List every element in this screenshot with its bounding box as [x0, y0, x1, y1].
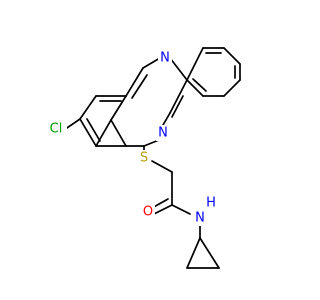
bond [142, 57, 161, 69]
cyclopropyl-ring [186, 237, 220, 269]
bond [110, 95, 127, 121]
atom-label-oxygen: O [143, 205, 153, 220]
atom-labels: N N Cl S O N H [45, 50, 217, 226]
benzo-ring [79, 95, 127, 147]
bond [162, 112, 171, 126]
bond [86, 118, 101, 142]
pyrimidine-ring [110, 57, 188, 147]
atom-label-n3: N [158, 126, 168, 141]
atom-label-amide-h: H [206, 196, 216, 211]
bond [186, 47, 204, 81]
phenyl-ring [186, 47, 241, 97]
bond [199, 237, 220, 269]
bond [110, 119, 127, 147]
bond-s-ch2 [151, 160, 173, 173]
bond [169, 79, 188, 114]
atom-label-n1: N [160, 51, 170, 66]
molecule-diagram: N N Cl S O N H [45, 47, 241, 269]
bond [186, 79, 204, 97]
atom-label-chlorine: Cl [50, 122, 63, 137]
bond [223, 47, 241, 65]
bond [186, 237, 201, 269]
bond [192, 78, 207, 92]
bond-co-double [153, 204, 173, 215]
bond [131, 74, 148, 99]
bond [125, 67, 144, 97]
bond [95, 119, 112, 147]
side-chain [143, 145, 201, 239]
bond [171, 95, 184, 118]
bond [223, 79, 241, 97]
bond [169, 57, 188, 81]
bond [79, 95, 97, 120]
atom-label-sulfur: S [140, 151, 148, 166]
structure-canvas: N N Cl S O N H [45, 47, 241, 269]
bond [79, 118, 97, 147]
atom-label-amide-n: N [195, 211, 205, 226]
bond-c-n [171, 204, 191, 215]
